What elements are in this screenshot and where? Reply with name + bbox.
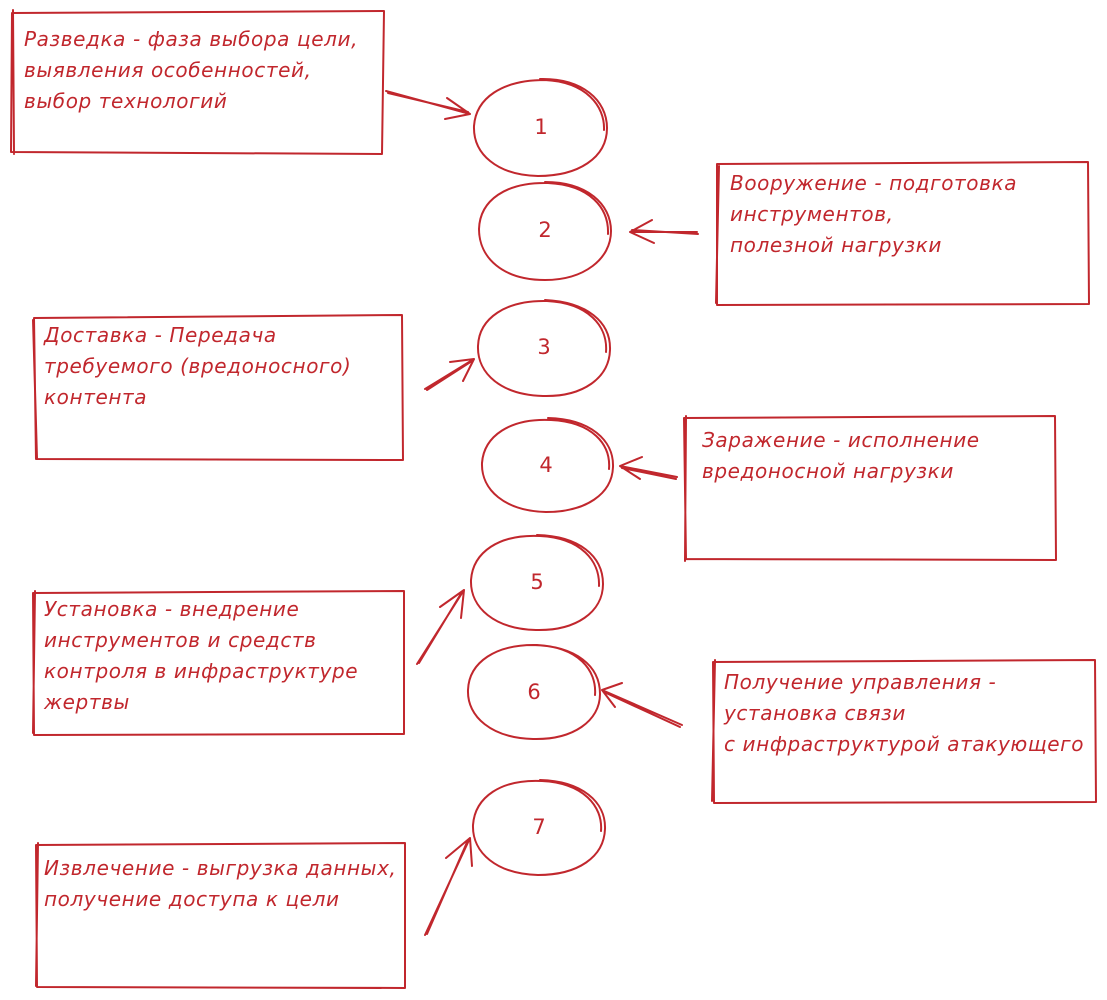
stage-6-arrow bbox=[601, 682, 683, 728]
stage-3-line: требуемого (вредоносного) bbox=[44, 354, 352, 378]
stage-3-line: контента bbox=[44, 385, 148, 409]
stage-6-note: Получение управления - установка связи с… bbox=[724, 667, 1084, 760]
stage-4-box bbox=[683, 415, 1057, 562]
stage-3-line: Доставка - Передача bbox=[44, 323, 277, 347]
stage-5-note: Установка - внедрение инструментов и сре… bbox=[44, 594, 358, 718]
stage-5-line: инструментов и средств bbox=[44, 628, 317, 652]
stage-1-number: 1 bbox=[534, 115, 547, 139]
stage-3-note: Доставка - Передача требуемого (вредонос… bbox=[44, 320, 351, 413]
stage-5-box bbox=[32, 590, 405, 736]
stage-7-group: 7 bbox=[35, 779, 607, 989]
stage-4-note: Заражение - исполнение вредоносной нагру… bbox=[702, 425, 980, 487]
stage-6-group: 6 bbox=[466, 643, 1097, 804]
stage-3-arrow bbox=[424, 358, 475, 391]
stage-1-circle bbox=[472, 77, 608, 177]
stage-6-circle bbox=[466, 643, 601, 741]
stage-6-line: Получение управления - bbox=[724, 670, 997, 694]
stage-2-line: полезной нагрузки bbox=[730, 233, 942, 257]
stage-2-note: Вооружение - подготовка инструментов, по… bbox=[730, 168, 1017, 261]
stage-2-line: Вооружение - подготовка bbox=[730, 171, 1018, 195]
stage-6-number: 6 bbox=[527, 680, 540, 704]
stage-7-line: получение доступа к цели bbox=[44, 887, 340, 911]
stage-7-note: Извлечение - выгрузка данных, получение … bbox=[44, 853, 396, 915]
stage-3-group: 3 bbox=[32, 299, 612, 461]
stage-4-line: Заражение - исполнение bbox=[702, 428, 980, 452]
stage-5-arrow bbox=[416, 589, 465, 665]
stage-1-note: Разведка - фаза выбора цели, выявления о… bbox=[24, 24, 358, 117]
stage-7-circle bbox=[471, 779, 607, 876]
stage-7-arrow bbox=[424, 837, 473, 936]
stage-2-number: 2 bbox=[538, 218, 551, 242]
stage-2-line: инструментов, bbox=[730, 202, 894, 226]
stage-1-line: выявления особенностей, bbox=[24, 58, 312, 82]
stage-3-circle bbox=[476, 299, 612, 398]
stage-4-number: 4 bbox=[539, 453, 552, 477]
stage-4-line: вредоносной нагрузки bbox=[702, 459, 954, 483]
stage-1-line: Разведка - фаза выбора цели, bbox=[24, 27, 359, 51]
stage-1-box bbox=[10, 9, 385, 155]
stage-1-arrow bbox=[385, 90, 471, 120]
stage-5-number: 5 bbox=[530, 570, 543, 594]
stage-5-circle bbox=[469, 534, 604, 632]
stage-3-box bbox=[32, 314, 404, 461]
stage-1-group: 1 bbox=[10, 9, 608, 177]
stage-6-line: с инфраструктурой атакующего bbox=[724, 732, 1085, 756]
stage-2-box bbox=[715, 161, 1090, 306]
stage-2-arrow bbox=[629, 219, 699, 244]
stage-4-arrow bbox=[619, 456, 678, 480]
stage-5-line: контроля в инфраструктуре bbox=[44, 659, 359, 683]
stage-7-number: 7 bbox=[532, 815, 545, 839]
stage-2-circle bbox=[478, 181, 612, 281]
stage-5-line: жертвы bbox=[44, 690, 130, 714]
stage-7-line: Извлечение - выгрузка данных, bbox=[44, 856, 397, 880]
stage-2-group: 2 bbox=[478, 161, 1090, 306]
stage-5-group: 5 bbox=[32, 534, 604, 736]
stage-4-group: 4 bbox=[480, 415, 1057, 562]
stage-7-box bbox=[35, 842, 406, 989]
stage-6-line: установка связи bbox=[724, 701, 906, 725]
stage-5-line: Установка - внедрение bbox=[44, 597, 300, 621]
stage-3-number: 3 bbox=[537, 335, 550, 359]
stage-1-line: выбор технологий bbox=[24, 89, 228, 113]
stage-4-circle bbox=[480, 417, 615, 513]
stage-6-box bbox=[711, 659, 1097, 804]
